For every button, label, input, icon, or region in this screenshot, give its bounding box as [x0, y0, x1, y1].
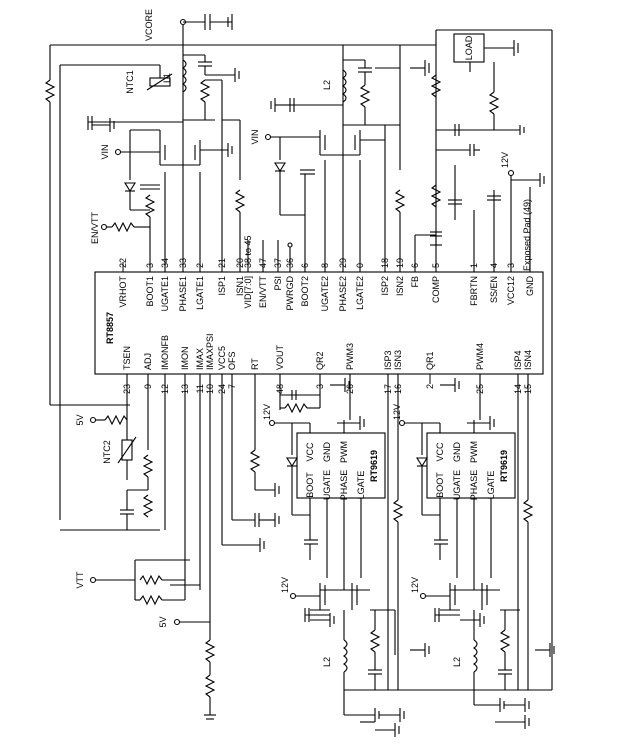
svg-text:VIN: VIN: [250, 129, 260, 144]
svg-text:PWM: PWM: [469, 441, 479, 463]
rt8857-chip-body: [94, 271, 544, 375]
bottom-pin-name: VCC5: [217, 346, 227, 370]
top-pin-name: FBRTN: [469, 276, 479, 306]
svg-text:LGATE: LGATE: [356, 471, 366, 500]
top-pin-name: FB: [410, 276, 420, 288]
top-pin-name: ISN2: [395, 276, 405, 296]
bottom-pin-name: IMONFB: [160, 335, 170, 370]
driver2-rt9619: RT9619 VCC GND PWM BOOT UGATE PHASE LGAT…: [392, 374, 555, 712]
svg-text:RT9619: RT9619: [499, 450, 509, 482]
phase2-power-stage: L2 VIN: [250, 45, 430, 272]
main-ic-top-pins: 22VRHOT3BOOT134UGATE133PHASE12LGATE121IS…: [118, 235, 535, 311]
top-pin-name: BOOT2: [300, 276, 310, 307]
svg-text:12V: 12V: [392, 404, 402, 420]
svg-text:12V: 12V: [262, 404, 272, 420]
svg-text:L2: L2: [322, 80, 332, 90]
bottom-pin-name: RT: [250, 358, 260, 370]
top-pin-name: ISP1: [217, 276, 227, 296]
phase1-power-stage: L1 NTC1 VIN: [44, 44, 246, 520]
top-pin-name: PHASE2: [338, 276, 348, 312]
svg-text:UGATE: UGATE: [452, 470, 462, 500]
vid-lines: [247, 240, 293, 272]
bottom-pin-name: PWM3: [345, 343, 355, 370]
svg-text:BOOT: BOOT: [305, 472, 315, 498]
svg-text:GND: GND: [452, 442, 462, 463]
driver1-rt9619: RT9619 VCC GND PWM BOOT UGATE PHASE LGAT…: [262, 374, 553, 722]
bottom-pin-name: ADJ: [143, 353, 153, 370]
svg-text:VTT: VTT: [75, 571, 85, 589]
bottom-pin-name: QR2: [315, 351, 325, 370]
svg-text:12V: 12V: [500, 152, 510, 168]
main-ic-bottom-pins: TSEN23ADJ9IMONFB12IMON13IMAX11IMAXPSI10V…: [122, 333, 533, 394]
bottom-pin-name: ISP4: [513, 350, 523, 370]
bottom-pin-name: TSEN: [122, 346, 132, 370]
svg-text:LGATE: LGATE: [486, 471, 496, 500]
top-pin-name: VID[7:0]: [243, 276, 253, 309]
bottom-pin-name: PWM4: [475, 343, 485, 370]
bottom-pin-name: VOUT: [275, 344, 285, 370]
en-vtt-resistor: EN/VTT: [90, 212, 150, 245]
top-pin-name: BOOT1: [145, 276, 155, 307]
top-pin-name: LGATE2: [355, 276, 365, 310]
top-pin-name: GND: [525, 276, 535, 297]
rt8857-chip-name: RT8857: [105, 312, 115, 344]
svg-text:VCC: VCC: [305, 442, 315, 462]
top-pin-name: PWRGD: [285, 276, 295, 311]
svg-text:VIN: VIN: [100, 144, 110, 159]
svg-text:L2: L2: [452, 657, 462, 667]
bottom-pin-14: QR1 2: [425, 351, 435, 389]
top-pin-name: EN/VTT: [258, 276, 268, 309]
svg-text:GND: GND: [322, 442, 332, 463]
svg-text:LOAD: LOAD: [464, 35, 474, 60]
top-pin-name: UGATE2: [320, 276, 330, 311]
top-pin-name: VCC12: [506, 276, 516, 305]
load-block: LOAD: [453, 33, 519, 72]
top-pin-name: LGATE1: [195, 276, 205, 310]
svg-text:BOOT: BOOT: [435, 472, 445, 498]
bottom-pin-name: ISN3: [393, 350, 403, 370]
exposed-pad-label: Exposed Pad (49): [522, 199, 532, 271]
top-pin-name: SS/EN: [489, 276, 499, 303]
svg-text:PWM: PWM: [339, 441, 349, 463]
bottom-pin-name: ISN4: [523, 350, 533, 370]
bottom-pin-number: 2: [425, 384, 435, 389]
compensation-network: 12V: [414, 62, 545, 272]
svg-text:NTC1: NTC1: [125, 70, 135, 94]
top-pin-name: COMP: [431, 276, 441, 303]
bottom-pin-name: QR1: [425, 351, 435, 370]
svg-text:12V: 12V: [410, 577, 420, 593]
svg-text:12V: 12V: [280, 577, 290, 593]
svg-text:L2: L2: [322, 657, 332, 667]
svg-text:RT9619: RT9619: [369, 450, 379, 482]
svg-text:5V: 5V: [158, 616, 168, 627]
svg-text:NTC2: NTC2: [102, 440, 112, 464]
top-pin-name: PHASE1: [178, 276, 188, 312]
top-pin-name: UGATE1: [160, 276, 170, 311]
top-pin-name: ISN1: [235, 276, 245, 296]
bottom-left-network: 5V NTC2 VTT 5V: [60, 374, 460, 720]
svg-text:VCC: VCC: [435, 442, 445, 462]
top-pin-name: VRHOT: [118, 275, 128, 307]
output-capacitors: [360, 715, 530, 737]
vcore-rail: VCORE: [144, 9, 553, 680]
bottom-pin-name: IMAX: [195, 348, 205, 370]
svg-text:PHASE: PHASE: [339, 470, 349, 501]
top-pin-name: PSI: [273, 276, 283, 291]
top-pin-name: ISP2: [380, 276, 390, 296]
bottom-pin-name: OFS: [227, 351, 237, 370]
bottom-pin-name: IMON: [180, 347, 190, 371]
svg-text:5V: 5V: [75, 414, 85, 425]
svg-text:EN/VTT: EN/VTT: [90, 212, 100, 245]
svg-text:PHASE: PHASE: [469, 470, 479, 501]
top-pin-number: 22: [118, 258, 128, 268]
bottom-pin-name: IMAXPSI: [205, 333, 215, 370]
bottom-pin-name: ISP3: [383, 350, 393, 370]
svg-text:UGATE: UGATE: [322, 470, 332, 500]
svg-text:VCORE: VCORE: [144, 9, 154, 41]
